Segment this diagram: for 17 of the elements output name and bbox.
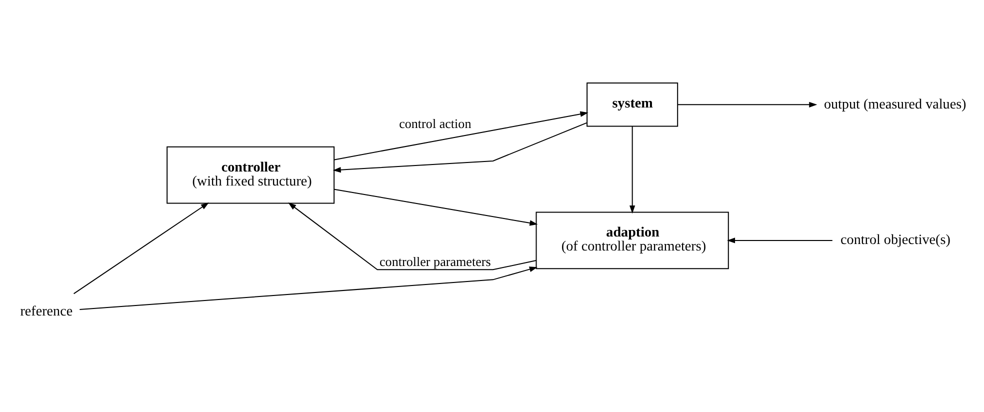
arrow: [630, 126, 636, 214]
node-text: output (measured values): [824, 96, 966, 112]
node-box: controller (with fixed structure): [166, 146, 335, 204]
arrow: [726, 237, 832, 243]
arrow: [334, 188, 538, 226]
node-text: control objective(s): [840, 232, 950, 248]
node-box: adaption (of controller parameters): [536, 211, 729, 269]
edge-label: controller parameters: [379, 254, 491, 268]
arrow: [288, 202, 536, 270]
node-text: reference: [20, 303, 73, 320]
node-box: system: [586, 82, 678, 126]
arrow: [74, 202, 209, 294]
arrow: [332, 122, 587, 172]
arrow: [334, 110, 588, 160]
arrow: [678, 101, 818, 107]
arrow: [80, 266, 538, 310]
edge-label: control action: [399, 116, 472, 131]
